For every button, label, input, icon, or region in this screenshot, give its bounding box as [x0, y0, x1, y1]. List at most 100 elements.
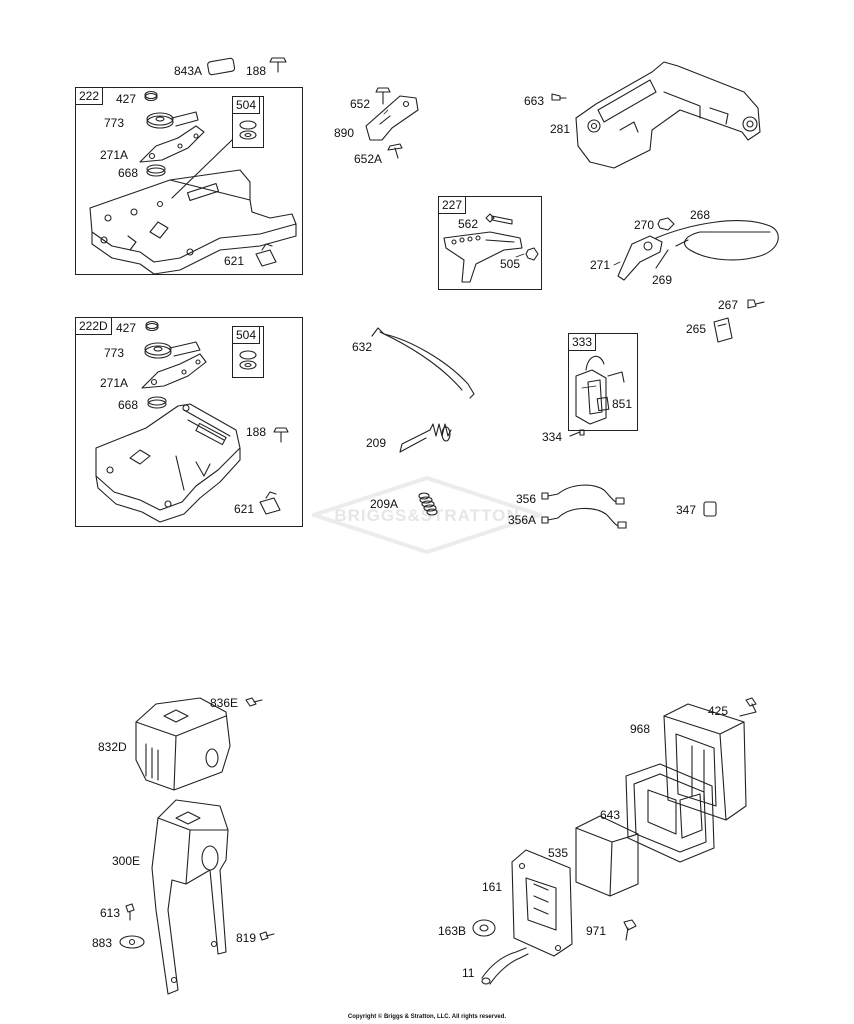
label-562: 562 [458, 217, 479, 231]
box-504-a-parts [239, 120, 257, 140]
brand-watermark-logo [312, 476, 542, 554]
label-883: 883 [92, 936, 113, 950]
label-11: 11 [462, 966, 475, 980]
part-773-b [144, 341, 201, 359]
leader-lines [383, 109, 621, 389]
label-269: 269 [652, 273, 673, 287]
screw-267 [747, 299, 765, 309]
label-773-a: 773 [104, 116, 125, 130]
screw-188-top [269, 57, 287, 73]
tube-11 [481, 947, 529, 985]
label-621-a: 621 [224, 254, 245, 268]
label-836E: 836E [210, 696, 239, 710]
part-271A-a [139, 125, 205, 163]
clip-265 [713, 317, 733, 343]
gasket-883 [119, 935, 145, 949]
control-bracket-b [95, 403, 241, 523]
label-652A: 652A [354, 152, 383, 166]
part-773-a [146, 111, 199, 129]
cable-268 [655, 220, 779, 261]
label-668-b: 668 [118, 398, 139, 412]
leader-269 [655, 249, 669, 269]
screw-562 [485, 213, 513, 225]
box-222: 222 [75, 87, 303, 275]
screw-652 [375, 87, 391, 105]
box-504-b: 504 [232, 326, 264, 378]
label-427-b: 427 [116, 321, 137, 335]
bracket-281 [575, 61, 761, 169]
filter-535 [575, 815, 639, 897]
box-label: 504 [233, 97, 261, 114]
clip-621-a [255, 243, 277, 267]
part-668-a [146, 164, 166, 177]
base-643 [625, 763, 715, 863]
label-356A: 356A [508, 513, 537, 527]
box-504-b-parts [239, 350, 257, 370]
screw-971 [623, 919, 637, 941]
screw-836E [245, 697, 263, 707]
label-621-b: 621 [234, 502, 255, 516]
label-535: 535 [548, 846, 569, 860]
label-971: 971 [586, 924, 607, 938]
screw-613 [125, 903, 135, 921]
label-652: 652 [350, 97, 371, 111]
control-bracket-a [89, 169, 297, 275]
nut-270 [657, 217, 675, 231]
label-890: 890 [334, 126, 355, 140]
box-222D: 222D [75, 317, 303, 527]
part-271A-b [141, 353, 207, 389]
gasket-163B [472, 919, 496, 937]
label-267: 267 [718, 298, 739, 312]
spring-209A [418, 492, 438, 516]
spring-209 [399, 423, 452, 453]
box-333: 333 [568, 333, 638, 431]
label-188-b: 188 [246, 425, 267, 439]
label-188-top: 188 [246, 64, 267, 78]
label-643: 643 [600, 808, 621, 822]
screw-663 [551, 93, 567, 101]
screw-188-b [273, 427, 289, 443]
part-347 [703, 501, 717, 517]
box-label: 333 [569, 334, 597, 351]
label-613: 613 [100, 906, 121, 920]
label-663: 663 [524, 94, 545, 108]
label-271A-b: 271A [100, 376, 129, 390]
label-209: 209 [366, 436, 387, 450]
box-label: 227 [439, 197, 467, 214]
label-356: 356 [516, 492, 537, 506]
label-668-a: 668 [118, 166, 139, 180]
label-163B: 163B [438, 924, 467, 938]
label-271: 271 [590, 258, 611, 272]
label-347: 347 [676, 503, 697, 517]
part-668-b [147, 396, 167, 409]
label-209A: 209A [370, 497, 399, 511]
box-label: 222 [76, 88, 104, 105]
bracket-890 [365, 95, 419, 141]
nut-505 [525, 247, 539, 261]
label-968: 968 [630, 722, 651, 736]
label-843A: 843A [174, 64, 203, 78]
lever-227 [443, 231, 523, 283]
box-504-a: 504 [232, 96, 264, 148]
label-265: 265 [686, 322, 707, 336]
screw-425 [739, 697, 757, 717]
shroud-832D [135, 697, 231, 791]
lever-271 [617, 235, 663, 281]
label-161: 161 [482, 880, 503, 894]
label-773-b: 773 [104, 346, 125, 360]
label-505: 505 [500, 257, 521, 271]
box-227: 227 [438, 196, 542, 290]
part-427-b [145, 320, 159, 332]
part-427-a [144, 90, 158, 102]
label-425: 425 [708, 704, 729, 718]
screw-334 [569, 429, 585, 437]
watermark-text: BRIGGS&STRATTON [334, 506, 520, 525]
wire-356A [541, 507, 627, 529]
link-632 [371, 327, 475, 399]
ignition-851 [575, 355, 625, 425]
part-843A [207, 57, 236, 76]
bracket-300E [151, 799, 229, 995]
leader-504-a [171, 139, 233, 199]
